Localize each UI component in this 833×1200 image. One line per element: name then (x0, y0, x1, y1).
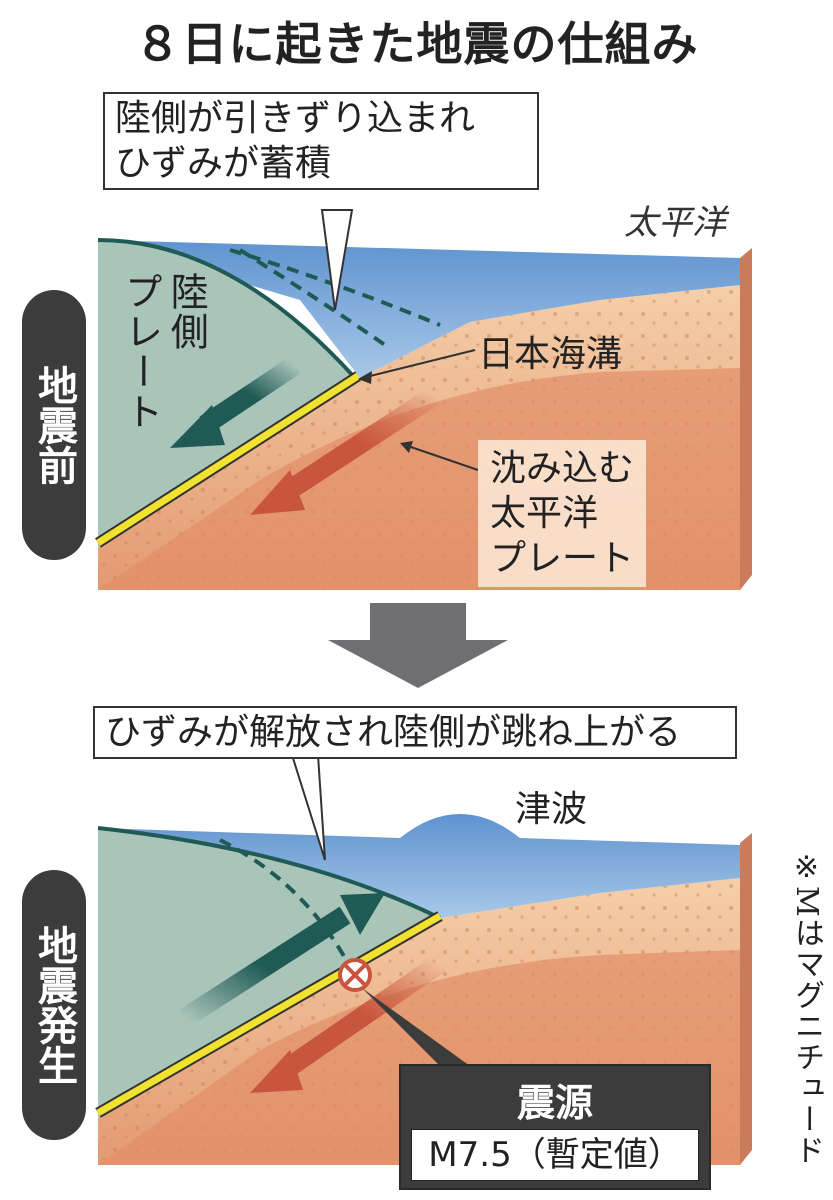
before-land-arrow (170, 356, 301, 448)
trench-leader-line (361, 349, 476, 379)
before-pacific-arrow (250, 386, 441, 515)
magnitude-note: ※Mはマグニチュード (789, 850, 824, 1166)
before-callout-pointer (320, 209, 354, 311)
hypocenter-marker (338, 958, 372, 992)
after-pacific-arrow (250, 954, 446, 1093)
after-block-side-face (740, 833, 752, 1165)
after-sea (98, 814, 740, 918)
before-side-label-text: 地震前 (31, 365, 77, 485)
hypocenter-box: 震源 M7.5（暫定値） (399, 1064, 711, 1190)
after-side-label: 地震発生 (22, 870, 86, 1140)
ocean-label: 太平洋 (624, 203, 726, 243)
tsunami-label: 津波 (515, 789, 588, 830)
after-original-dash (219, 838, 347, 959)
after-block (95, 754, 752, 1165)
magnitude-value: M7.5（暫定値） (411, 1129, 699, 1181)
before-side-label: 地震前 (22, 290, 86, 560)
transition-arrow (328, 603, 508, 688)
hypocenter-pointer (362, 988, 470, 1066)
after-callout: ひずみが解放され陸側が跳ね上がる (93, 706, 737, 759)
pacific-plate-label: 沈み込む 太平洋 プレート (478, 440, 647, 587)
hypocenter-title: 震源 (516, 1081, 593, 1125)
page-title: ８日に起きた地震の仕組み (134, 17, 699, 71)
before-sea (98, 240, 740, 378)
land-plate-label: 陸側 プレート (118, 272, 209, 432)
pacific-leader-line (404, 444, 479, 471)
after-side-label-text: 地震発生 (31, 925, 77, 1085)
after-land-arrow (179, 893, 385, 1027)
trench-label: 日本海溝 (478, 334, 623, 375)
before-callout: 陸側が引きずり込まれ ひずみが蓄積 (103, 92, 539, 190)
before-block-side-face (740, 248, 752, 590)
